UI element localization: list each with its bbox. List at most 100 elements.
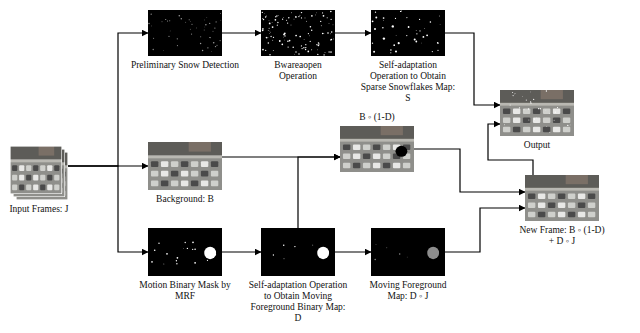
speck: [330, 11, 332, 13]
speck: [283, 244, 285, 246]
speck: [545, 109, 547, 111]
speck: [382, 27, 384, 29]
car: [343, 163, 350, 169]
speck: [211, 50, 213, 52]
flow-arrow: [414, 149, 525, 192]
speck: [567, 125, 568, 126]
speck: [408, 26, 410, 28]
speck: [277, 25, 278, 26]
car: [181, 161, 188, 167]
car: [578, 193, 585, 199]
car: [578, 212, 585, 218]
car: [181, 171, 188, 177]
speck: [287, 46, 288, 47]
ground: [525, 175, 599, 221]
car: [211, 171, 218, 177]
speck: [323, 15, 325, 17]
car: [161, 180, 168, 186]
frame-image: [148, 10, 222, 56]
speck: [283, 36, 285, 38]
speck: [311, 15, 313, 17]
speck: [169, 30, 171, 32]
ground: [500, 90, 574, 136]
speck: [504, 124, 506, 126]
speck: [202, 50, 203, 51]
car: [523, 108, 530, 114]
image-caption: Moving Foreground Map: D ◦ J: [363, 280, 453, 302]
car: [161, 171, 168, 177]
speck: [317, 54, 318, 55]
speck: [311, 29, 312, 30]
speck: [167, 20, 168, 21]
speck: [305, 49, 306, 50]
speck: [320, 25, 322, 27]
speck: [283, 34, 285, 36]
speck: [328, 23, 330, 25]
black-ground: [371, 228, 445, 276]
speck: [268, 20, 270, 22]
speck: [166, 253, 168, 255]
frame-image: [148, 142, 222, 190]
image-caption: New Frame: B ◦ (1-D) + D ◦ J: [517, 225, 607, 247]
speck: [189, 19, 190, 20]
speck: [530, 103, 531, 104]
car: [12, 184, 17, 190]
speck: [305, 44, 306, 45]
speck: [177, 38, 178, 39]
speck: [177, 45, 178, 46]
frame-image: [148, 228, 222, 276]
car: [363, 154, 370, 160]
speck: [277, 15, 279, 17]
speck: [268, 42, 270, 44]
car: [363, 144, 370, 150]
speck: [194, 262, 196, 264]
image-caption: Self-adaptation Operation to Obtain Spar…: [360, 60, 456, 104]
car: [503, 108, 510, 114]
image-node: Self-adaptation Operation to Obtain Spar…: [371, 10, 445, 56]
car: [363, 163, 370, 169]
speck: [284, 35, 285, 36]
speck: [185, 242, 186, 243]
speck: [526, 100, 527, 101]
speck: [262, 12, 263, 13]
speck: [523, 109, 525, 111]
speck: [176, 263, 177, 264]
image-node: Moving Foreground Map: D ◦ J: [371, 228, 445, 276]
speck: [424, 28, 426, 30]
car: [151, 180, 158, 186]
speck: [290, 12, 292, 14]
speck: [209, 23, 210, 24]
road: [148, 155, 222, 158]
image-node: Output: [500, 90, 574, 136]
image-caption: Input Frames: J: [1, 204, 77, 215]
speck: [269, 54, 271, 56]
speck: [530, 91, 532, 93]
speck: [200, 43, 201, 44]
speck: [179, 15, 181, 17]
speck: [192, 242, 194, 244]
flow-arrow: [222, 251, 261, 252]
speck: [265, 50, 266, 51]
car: [533, 127, 540, 133]
moving-blob: [317, 247, 329, 259]
speck: [310, 26, 312, 28]
car: [403, 163, 410, 169]
speck: [269, 33, 271, 35]
speck: [530, 101, 531, 102]
speck: [189, 21, 191, 23]
ground: [340, 126, 414, 172]
car: [513, 127, 520, 133]
speck: [301, 45, 302, 46]
speck: [331, 39, 332, 40]
speck: [331, 19, 332, 20]
image-node: B ◦ (1-D): [340, 126, 414, 172]
speck: [512, 92, 513, 93]
speck: [330, 39, 331, 40]
car: [151, 171, 158, 177]
car: [543, 118, 550, 124]
speck: [415, 41, 417, 43]
speck: [301, 17, 302, 18]
speck: [534, 118, 535, 119]
speck: [437, 50, 438, 51]
image-caption: Self-adaptation Operation to Obtain Movi…: [246, 280, 350, 324]
